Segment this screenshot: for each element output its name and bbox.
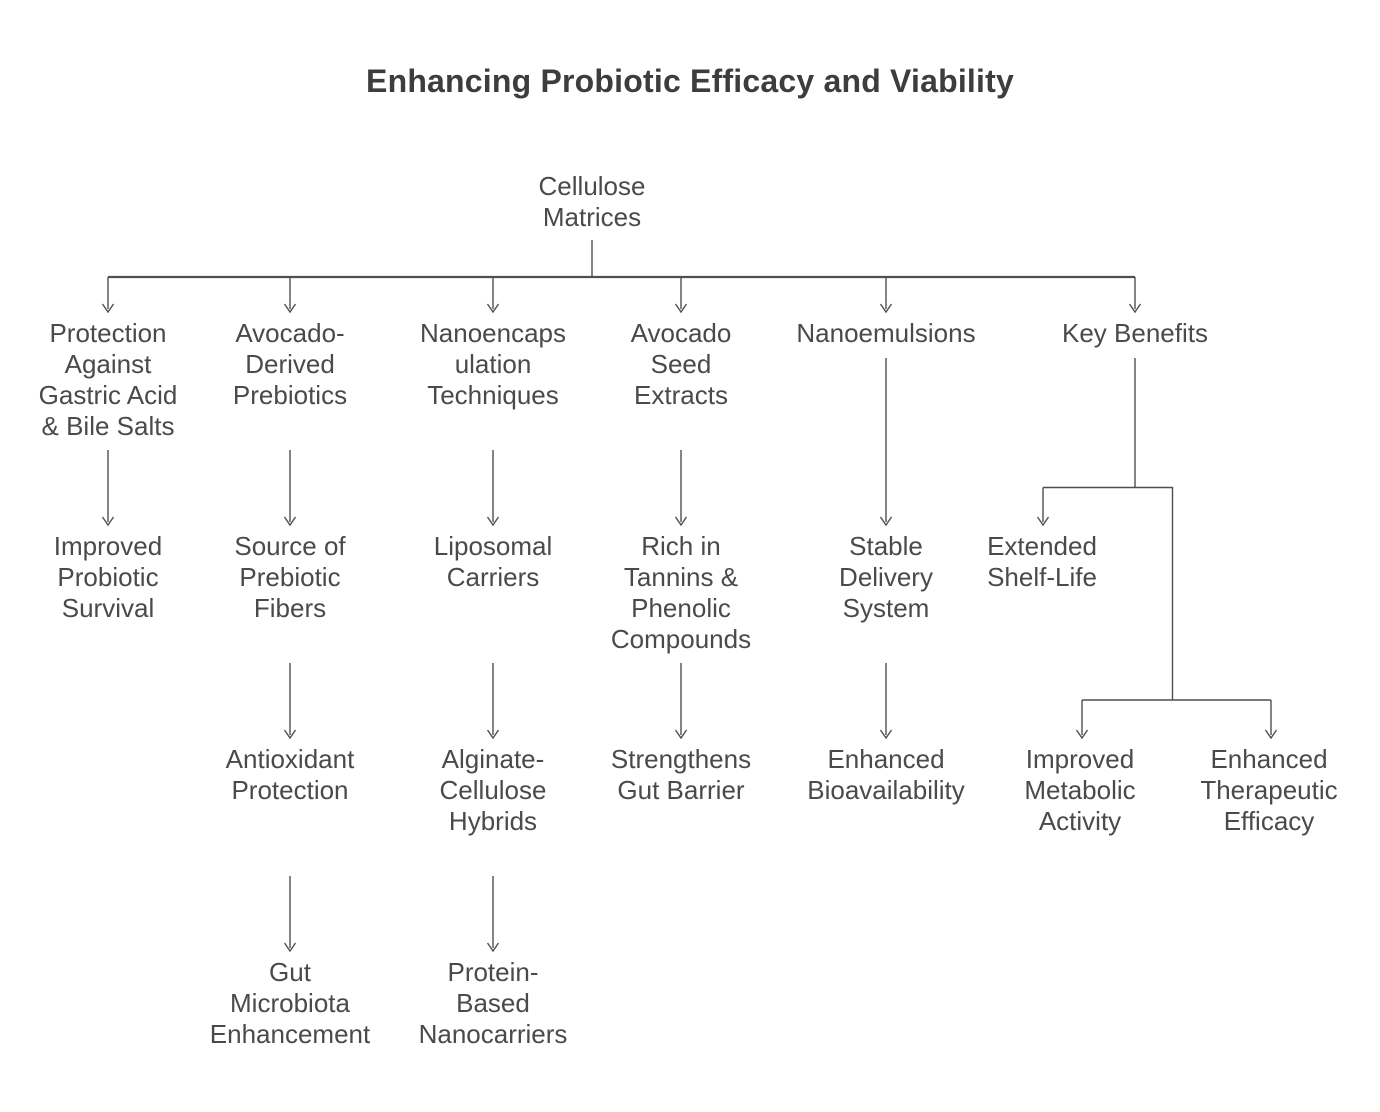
arrow-line — [289, 663, 887, 735]
arrowhead — [879, 516, 893, 527]
node-key-benefits: Key Benefits — [1062, 318, 1208, 348]
arrowhead — [1128, 303, 1142, 314]
arrowhead — [674, 729, 688, 740]
diagram-title: Enhancing Probiotic Efficacy and Viabili… — [366, 63, 1014, 99]
arrowhead — [486, 729, 500, 740]
node-enhanced-therapeutic-efficacy: Enhanced Therapeutic Efficacy — [1200, 744, 1338, 836]
arrowhead — [879, 729, 893, 740]
node-improved-metabolic-activity: Improved Metabolic Activity — [1024, 744, 1136, 836]
arrowhead — [101, 516, 115, 527]
arrowhead — [486, 303, 500, 314]
arrowhead — [486, 942, 500, 953]
upper-bracket-line — [1043, 486, 1174, 700]
node-antioxidant-protection: Antioxidant Protection — [225, 744, 355, 805]
node-enhanced-bioavailability: Enhanced Bioavailability — [807, 744, 965, 805]
node-nanoencapsulation-techniques: Nanoencaps ulation Techniques — [420, 318, 566, 410]
arrowhead — [486, 516, 500, 527]
level3-arrows — [283, 663, 893, 740]
node-cellulose-matrices: Cellulose Matrices — [538, 171, 646, 232]
arrowhead — [1264, 729, 1278, 740]
level2-arrows — [101, 358, 893, 527]
node-avocado-derived-prebiotics: Avocado- Derived Prebiotics — [232, 318, 348, 410]
node-source-of-prebiotic-fibers: Source of Prebiotic Fibers — [234, 531, 346, 623]
node-avocado-seed-extracts: Avocado Seed Extracts — [630, 318, 732, 410]
node-protein-based-nanocarriers: Protein- Based Nanocarriers — [418, 957, 568, 1049]
level4-arrows — [283, 876, 500, 953]
arrowhead — [1075, 729, 1089, 740]
arrowhead — [101, 303, 115, 314]
node-improved-probiotic-survival: Improved Probiotic Survival — [53, 531, 163, 623]
node-protection-gastric-acid: Protection Against Gastric Acid & Bile S… — [38, 318, 178, 441]
node-gut-microbiota-enhancement: Gut Microbiota Enhancement — [209, 957, 371, 1049]
arrowhead — [283, 303, 297, 314]
node-extended-shelf-life: Extended Shelf-Life — [987, 531, 1097, 592]
arrowhead — [283, 516, 297, 527]
arrowhead — [674, 516, 688, 527]
root-connector — [108, 240, 1135, 279]
arrow-line — [289, 876, 494, 948]
arrowhead — [879, 303, 893, 314]
node-rich-in-tannins-phenolic: Rich in Tannins & Phenolic Compounds — [610, 531, 752, 654]
node-strengthens-gut-barrier: Strengthens Gut Barrier — [610, 744, 752, 805]
top-level-drop-arrows — [101, 277, 1142, 314]
node-stable-delivery-system: Stable Delivery System — [839, 531, 933, 623]
arrowhead — [283, 942, 297, 953]
key-benefits-bracket — [1036, 358, 1278, 740]
arrow-line — [107, 358, 887, 522]
node-nanoemulsions: Nanoemulsions — [796, 318, 976, 348]
arrowhead — [1036, 516, 1050, 527]
arrowhead — [283, 729, 297, 740]
arrowhead — [674, 303, 688, 314]
node-liposomal-carriers: Liposomal Carriers — [433, 531, 553, 592]
node-alginate-cellulose-hybrids: Alginate- Cellulose Hybrids — [439, 744, 547, 836]
drop-line — [107, 277, 1136, 309]
